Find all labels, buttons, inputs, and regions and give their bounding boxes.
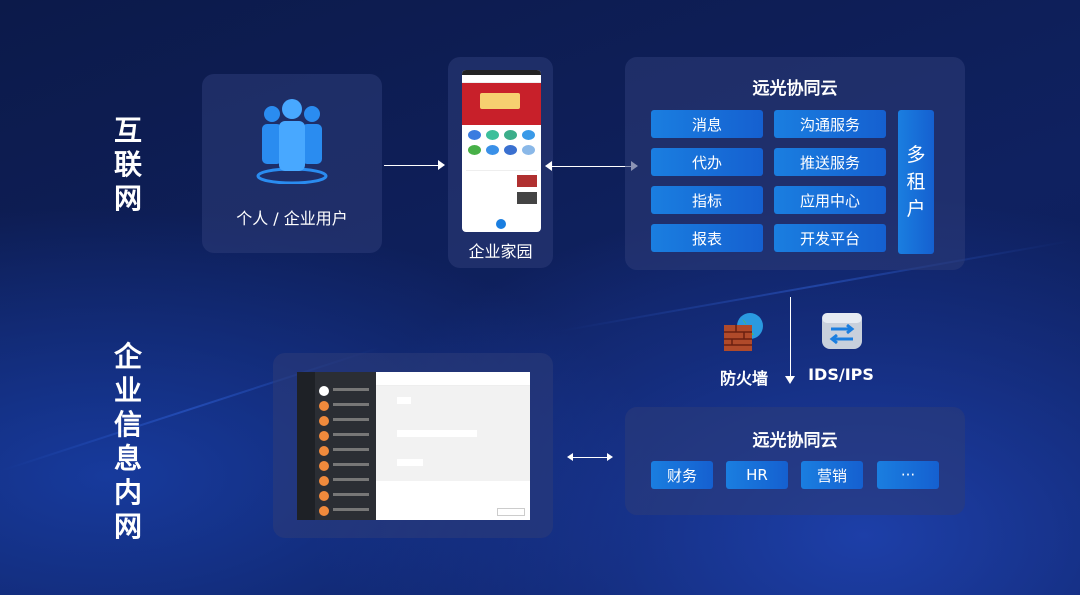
down-arrow xyxy=(790,297,791,377)
service-button: 指标 xyxy=(651,186,763,214)
internet-label: 互联网 xyxy=(111,114,145,216)
arrow xyxy=(384,165,442,166)
cloud-bottom-card: 远光协同云 财务 HR 营销 ··· xyxy=(625,407,965,515)
users-label: 个人 / 企业用户 xyxy=(236,209,348,228)
chat-item xyxy=(333,463,369,466)
arrow-head xyxy=(567,453,573,461)
avatar xyxy=(319,461,329,471)
desktop-client-screenshot xyxy=(297,372,530,520)
avatar xyxy=(319,431,329,441)
ids-ips-label: IDS/IPS xyxy=(808,365,874,384)
avatar xyxy=(319,476,329,486)
arrow-head xyxy=(438,160,445,170)
ids-ips-icon xyxy=(822,313,862,349)
service-button: 报表 xyxy=(651,224,763,252)
double-arrow xyxy=(550,166,632,167)
service-button: 应用中心 xyxy=(774,186,886,214)
phone-card: 企业家园 xyxy=(448,57,553,268)
chat-item xyxy=(333,433,369,436)
service-button: 沟通服务 xyxy=(774,110,886,138)
service-button: 推送服务 xyxy=(774,148,886,176)
intranet-label: 企业信息内网 xyxy=(111,340,145,544)
module-button: ··· xyxy=(877,461,939,489)
chat-item xyxy=(333,478,369,481)
cloud-top-card: 远光协同云 消息沟通服务代办推送服务指标应用中心报表开发平台 多租户 xyxy=(625,57,965,270)
cloud-top-title: 远光协同云 xyxy=(752,79,838,99)
chat-item xyxy=(333,448,369,451)
chat-item xyxy=(333,388,369,391)
service-button: 代办 xyxy=(651,148,763,176)
double-arrow xyxy=(572,457,608,458)
section-label: 企业信息内网 xyxy=(113,340,142,543)
firewall-icon xyxy=(724,313,763,351)
users-icon xyxy=(256,99,328,184)
arrow-head xyxy=(607,453,613,461)
phone-screenshot xyxy=(462,70,541,232)
avatar xyxy=(319,446,329,456)
phone-label: 企业家园 xyxy=(468,242,533,261)
service-button: 开发平台 xyxy=(774,224,886,252)
users-card: 个人 / 企业用户 xyxy=(202,74,382,253)
desktop-client-card xyxy=(273,353,553,538)
chat-item xyxy=(333,493,369,496)
cloud-bottom-title: 远光协同云 xyxy=(752,431,838,451)
avatar xyxy=(319,506,329,516)
avatar xyxy=(319,416,329,426)
arrow-head xyxy=(545,161,552,171)
service-button: 消息 xyxy=(651,110,763,138)
chat-item xyxy=(333,403,369,406)
module-button: 财务 xyxy=(651,461,713,489)
chat-item xyxy=(333,508,369,511)
multi-tenant-button: 多租户 xyxy=(898,110,934,254)
chat-item xyxy=(333,418,369,421)
avatar xyxy=(319,491,329,501)
avatar xyxy=(319,401,329,411)
section-label: 互联网 xyxy=(113,114,142,215)
module-button: 营销 xyxy=(801,461,863,489)
avatar xyxy=(319,386,329,396)
module-button: HR xyxy=(726,461,788,489)
arrow-head xyxy=(785,376,795,384)
firewall-label: 防火墙 xyxy=(719,369,768,388)
